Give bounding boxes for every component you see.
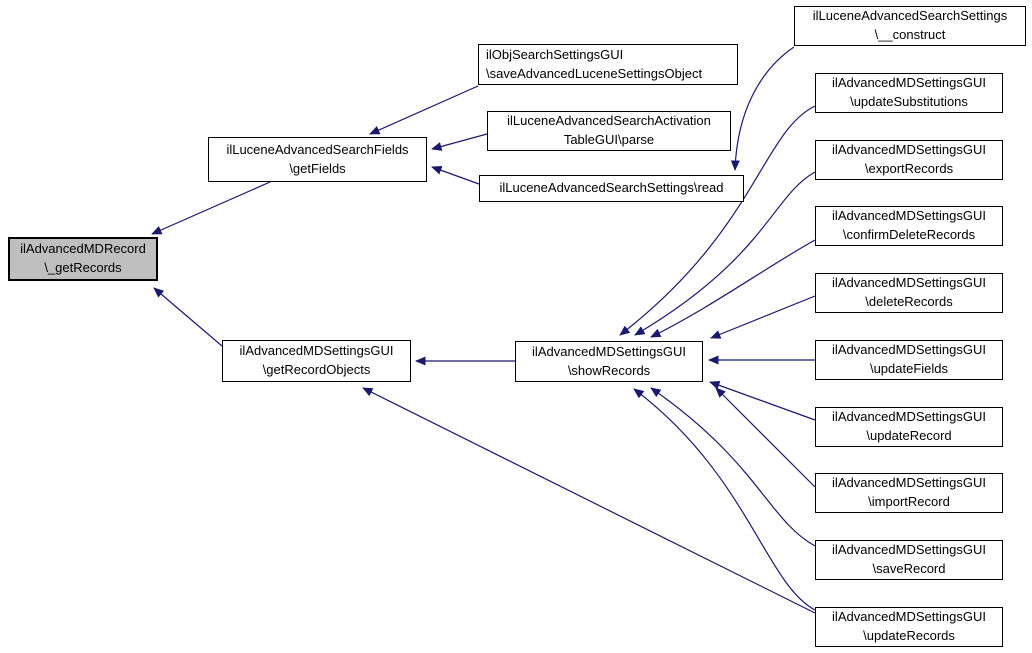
node-label: \_getRecords xyxy=(44,260,122,275)
node-label: ilAdvancedMDSettingsGUI xyxy=(832,142,986,158)
node-ilAdvancedMDSettingsGUI-exportRecords[interactable]: ilAdvancedMDSettingsGUI \exportRecords xyxy=(815,140,1003,180)
edge-exportRecords-to-showRecords xyxy=(634,171,816,336)
node-ilAdvancedMDSettingsGUI-updateRecords[interactable]: ilAdvancedMDSettingsGUI \updateRecords xyxy=(815,607,1003,647)
node-label: \getFields xyxy=(289,160,346,176)
node-label: ilAdvancedMDSettingsGUI xyxy=(832,275,986,291)
node-label: ilAdvancedMDSettingsGUI xyxy=(832,609,986,625)
node-ilObjSearchSettingsGUI-saveAdvancedLuceneSettingsObject[interactable]: ilObjSearchSettingsGUI \saveAdvancedLuce… xyxy=(478,44,738,85)
edge-parse-to-getFields xyxy=(431,133,488,151)
edge-construct-to-read xyxy=(730,46,795,171)
node-ilAdvancedMDSettingsGUI-showRecords[interactable]: ilAdvancedMDSettingsGUI \showRecords xyxy=(515,341,703,382)
edge-saveRecord-to-showRecords xyxy=(650,387,816,547)
node-ilLuceneAdvancedSearchSettings-construct[interactable]: ilLuceneAdvancedSearchSettings \__constr… xyxy=(794,6,1026,46)
node-label: ilAdvancedMDSettingsGUI xyxy=(239,343,394,359)
node-label: ilLuceneAdvancedSearchSettings\read xyxy=(499,180,724,196)
node-label: \importRecord xyxy=(868,494,950,509)
node-label: ilAdvancedMDSettingsGUI xyxy=(832,409,986,425)
node-label: ilLuceneAdvancedSearchActivation xyxy=(507,113,711,129)
node-label: \deleteRecords xyxy=(865,294,953,309)
node-label: ilObjSearchSettingsGUI xyxy=(486,46,624,62)
edge-updateRecord-to-showRecords xyxy=(709,381,816,421)
node-label: ilAdvancedMDSettingsGUI xyxy=(832,75,986,91)
node-label: \updateSubstitutions xyxy=(850,94,968,109)
node-ilLuceneAdvancedSearchFields-getFields[interactable]: ilLuceneAdvancedSearchFields \getFields xyxy=(208,137,427,182)
node-label: ilAdvancedMDSettingsGUI xyxy=(832,342,986,358)
node-label: ilLuceneAdvancedSearchFields xyxy=(226,141,409,157)
node-label: ilLuceneAdvancedSearchSettings xyxy=(812,8,1008,24)
node-label: ilAdvancedMDSettingsGUI xyxy=(832,208,986,224)
node-ilLuceneAdvancedSearchSettings-read[interactable]: ilLuceneAdvancedSearchSettings\read xyxy=(479,175,744,202)
edge-updateSubstitutions-to-showRecords xyxy=(619,105,816,336)
node-label: \showRecords xyxy=(567,362,651,378)
node-ilLuceneAdvancedSearchActivationTableGUI-parse[interactable]: ilLuceneAdvancedSearchActivation TableGU… xyxy=(487,111,731,151)
node-label: \__construct xyxy=(874,27,946,42)
node-label: \saveRecord xyxy=(872,561,946,576)
node-label: \saveAdvancedLuceneSettingsObject xyxy=(486,65,703,81)
edge-getRecordObjects-to-getRecords xyxy=(153,287,223,347)
node-ilAdvancedMDSettingsGUI-updateRecord[interactable]: ilAdvancedMDSettingsGUI \updateRecord xyxy=(815,407,1003,447)
edge-deleteRecords-to-showRecords xyxy=(710,295,816,339)
node-ilAdvancedMDSettingsGUI-deleteRecords[interactable]: ilAdvancedMDSettingsGUI \deleteRecords xyxy=(815,273,1003,313)
edge-confirmDeleteRecords-to-showRecords xyxy=(650,239,816,338)
node-ilAdvancedMDSettingsGUI-updateSubstitutions[interactable]: ilAdvancedMDSettingsGUI \updateSubstitut… xyxy=(815,73,1003,113)
node-label: ilAdvancedMDSettingsGUI xyxy=(532,343,686,359)
edge-updateRecords-to-getRecordObjects xyxy=(362,387,816,614)
edge-saveAdvLuceneSettings-to-getFields xyxy=(369,85,479,135)
node-ilAdvancedMDSettingsGUI-updateFields[interactable]: ilAdvancedMDSettingsGUI \updateFields xyxy=(815,340,1003,380)
node-label: \updateFields xyxy=(869,361,949,376)
node-ilAdvancedMDSettingsGUI-importRecord[interactable]: ilAdvancedMDSettingsGUI \importRecord xyxy=(815,473,1003,513)
node-ilAdvancedMDRecord-getRecords[interactable]: ilAdvancedMDRecord \_getRecords xyxy=(8,237,158,281)
node-label: ilAdvancedMDRecord xyxy=(20,241,146,257)
edge-importRecord-to-showRecords xyxy=(715,387,816,488)
node-ilAdvancedMDSettingsGUI-saveRecord[interactable]: ilAdvancedMDSettingsGUI \saveRecord xyxy=(815,540,1003,580)
edge-read-to-getFields xyxy=(431,165,480,185)
node-label: \getRecordObjects xyxy=(262,362,371,377)
node-label: \updateRecord xyxy=(866,428,952,443)
node-ilAdvancedMDSettingsGUI-getRecordObjects[interactable]: ilAdvancedMDSettingsGUI \getRecordObject… xyxy=(222,340,411,382)
node-label: \updateRecords xyxy=(863,628,955,643)
edge-getFields-to-getRecords xyxy=(151,181,271,235)
node-label: TableGUI\parse xyxy=(563,132,655,147)
node-label: ilAdvancedMDSettingsGUI xyxy=(832,475,986,491)
node-ilAdvancedMDSettingsGUI-confirmDeleteRecords[interactable]: ilAdvancedMDSettingsGUI \confirmDeleteRe… xyxy=(815,206,1003,246)
node-label: \confirmDeleteRecords xyxy=(842,227,976,242)
node-label: \exportRecords xyxy=(864,161,954,176)
edge-updateRecords-to-showRecords xyxy=(633,388,816,611)
node-label: ilAdvancedMDSettingsGUI xyxy=(832,542,986,558)
